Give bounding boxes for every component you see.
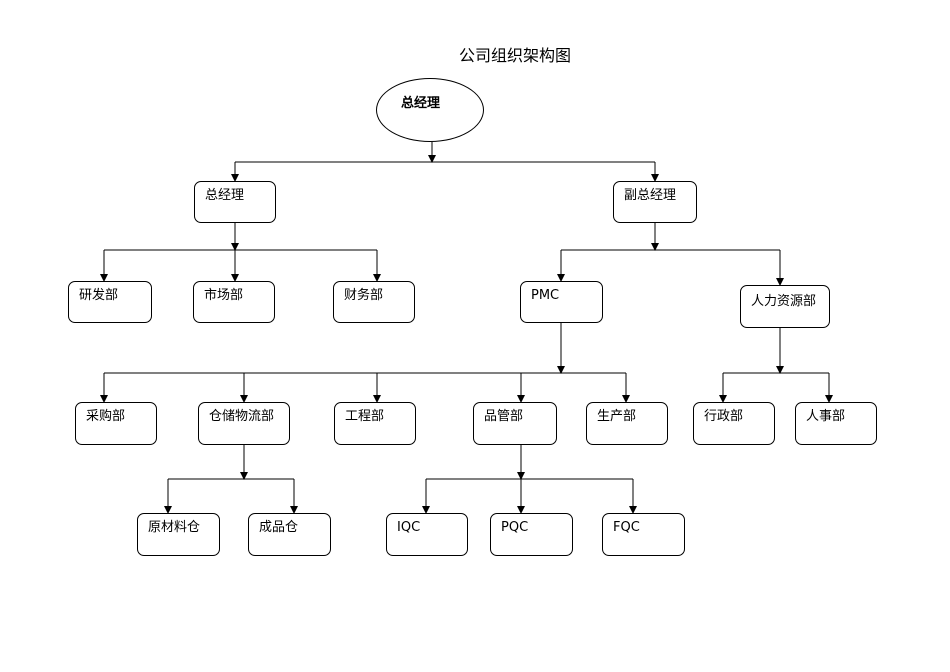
node-warehouse: 仓储物流部 <box>198 402 290 445</box>
node-personnel: 人事部 <box>795 402 877 445</box>
node-personnel-label: 人事部 <box>806 409 846 424</box>
node-quality-label: 品管部 <box>484 409 524 424</box>
node-fqc-label: FQC <box>613 520 640 535</box>
node-finished-goods: 成品仓 <box>248 513 331 556</box>
node-finance: 财务部 <box>333 281 415 323</box>
node-hr-resources-label: 人力资源部 <box>751 294 817 309</box>
node-pmc: PMC <box>520 281 603 323</box>
node-gm: 总经理 <box>194 181 276 223</box>
node-ceo-label: 总经理 <box>401 96 441 111</box>
node-finished-goods-label: 成品仓 <box>259 520 299 535</box>
node-marketing: 市场部 <box>193 281 275 323</box>
node-hr-resources: 人力资源部 <box>740 285 830 328</box>
node-engineering: 工程部 <box>334 402 416 445</box>
node-deputy-gm: 副总经理 <box>613 181 697 223</box>
node-warehouse-label: 仓储物流部 <box>209 409 275 424</box>
node-raw-material-label: 原材料仓 <box>148 520 201 535</box>
node-ceo: 总经理 <box>376 78 484 142</box>
node-pqc: PQC <box>490 513 573 556</box>
node-admin-label: 行政部 <box>704 409 744 424</box>
node-production-label: 生产部 <box>597 409 637 424</box>
node-fqc: FQC <box>602 513 685 556</box>
node-pmc-label: PMC <box>531 288 560 303</box>
node-purchasing-label: 采购部 <box>86 409 126 424</box>
node-admin: 行政部 <box>693 402 775 445</box>
chart-title: 公司组织架构图 <box>458 46 571 65</box>
node-rnd-label: 研发部 <box>79 288 119 303</box>
node-iqc: IQC <box>386 513 468 556</box>
node-rnd: 研发部 <box>68 281 152 323</box>
node-finance-label: 财务部 <box>344 288 384 303</box>
node-iqc-label: IQC <box>397 520 421 535</box>
node-raw-material: 原材料仓 <box>137 513 220 556</box>
node-marketing-label: 市场部 <box>204 288 244 303</box>
node-quality: 品管部 <box>473 402 557 445</box>
node-pqc-label: PQC <box>501 520 529 535</box>
node-production: 生产部 <box>586 402 668 445</box>
node-deputy-gm-label: 副总经理 <box>624 188 677 203</box>
node-purchasing: 采购部 <box>75 402 157 445</box>
node-engineering-label: 工程部 <box>345 409 385 424</box>
node-gm-label: 总经理 <box>205 188 245 203</box>
